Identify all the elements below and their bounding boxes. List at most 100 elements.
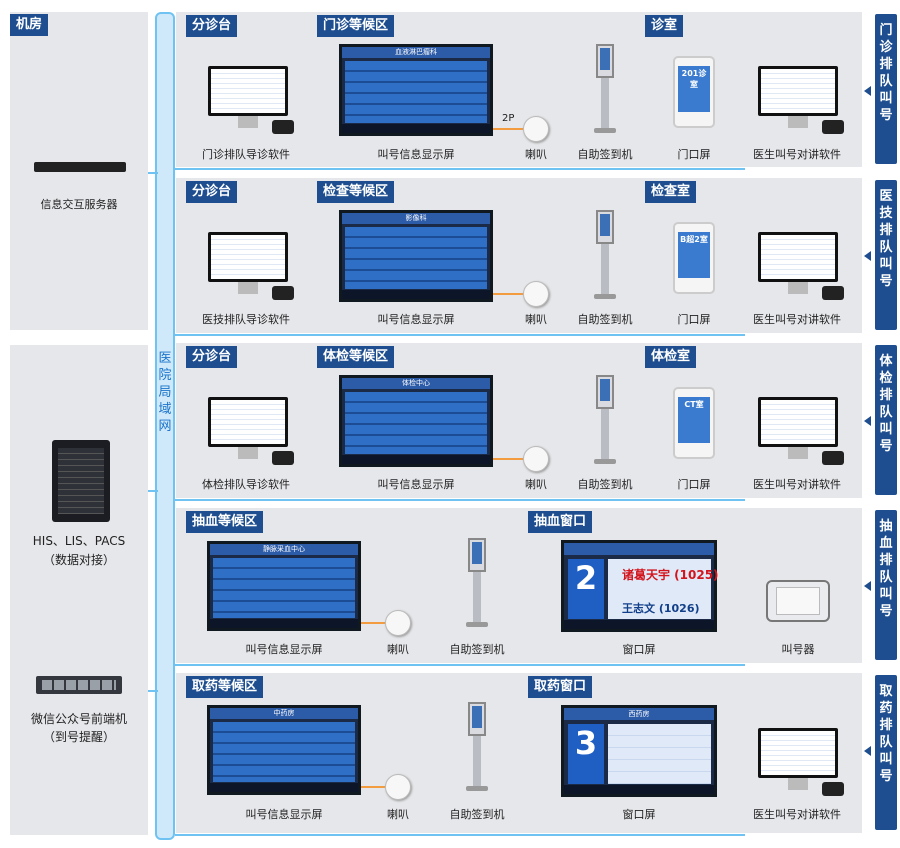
pharmacy-window-tag: 取药窗口 <box>528 676 593 698</box>
window-screen: 2 <box>561 540 717 632</box>
arrow-left-icon <box>864 86 871 96</box>
pc-monitor <box>208 232 288 294</box>
pc-monitor <box>758 232 838 294</box>
caption: 叫号器 <box>781 643 815 656</box>
side-label-checkup: 体检排队叫号 <box>875 345 897 495</box>
arrow-left-icon <box>864 746 871 756</box>
caption: 门口屏 <box>677 148 711 161</box>
pc-monitor <box>758 397 838 459</box>
caption: 叫号信息显示屏 <box>245 643 323 656</box>
self-checkin-kiosk <box>466 702 488 792</box>
side-label-blood: 抽血排队叫号 <box>875 510 897 660</box>
speaker-wire <box>361 786 385 788</box>
caption: 医生叫号对讲软件 <box>753 808 841 821</box>
speaker-wire <box>493 128 523 130</box>
caption: 喇叭 <box>387 643 409 656</box>
row2-bus <box>175 334 745 336</box>
self-checkin-kiosk <box>594 210 616 300</box>
wechat-server-device <box>36 676 122 694</box>
server-device <box>34 162 126 172</box>
pharmacy-waiting-tag: 取药等候区 <box>186 676 264 698</box>
caption: 叫号信息显示屏 <box>377 313 455 326</box>
caption: 门口屏 <box>677 313 711 326</box>
outpatient-waiting-tag: 门诊等候区 <box>317 15 395 37</box>
caption: 叫号信息显示屏 <box>377 478 455 491</box>
checkup-room-tag: 体检室 <box>645 346 697 368</box>
caption: 喇叭 <box>525 478 547 491</box>
row5-bus <box>175 834 745 836</box>
caption: 门口屏 <box>677 478 711 491</box>
next-patient-label: 王志文 (1026) <box>622 602 700 615</box>
wire-label: 2P <box>502 113 515 124</box>
caption: 窗口屏 <box>622 808 656 821</box>
speaker <box>523 281 549 307</box>
speaker-wire <box>361 622 385 624</box>
side-label-pharmacy: 取药排队叫号 <box>875 675 897 830</box>
self-checkin-kiosk <box>594 375 616 465</box>
speaker-wire <box>493 293 523 295</box>
speaker <box>385 610 411 636</box>
self-checkin-kiosk <box>594 44 616 134</box>
caller-device <box>766 580 830 622</box>
exam-waiting-tag: 检查等候区 <box>317 181 395 203</box>
caption: 叫号信息显示屏 <box>245 808 323 821</box>
blood-waiting-tag: 抽血等候区 <box>186 511 264 533</box>
caption: 体检排队导诊软件 <box>202 478 290 491</box>
side-label-outpatient: 门诊排队叫号 <box>875 14 897 164</box>
caption: 自助签到机 <box>449 643 505 656</box>
speaker-wire <box>493 458 523 460</box>
row-panel-2 <box>176 178 862 333</box>
consult-room-tag: 诊室 <box>645 15 684 37</box>
microphone <box>822 451 844 465</box>
call-display-screen: 影像科 <box>339 210 493 302</box>
lan-label: 医院局域网 <box>158 351 172 434</box>
window-screen: 西药房 3 <box>561 705 717 797</box>
row4-bus <box>175 664 745 666</box>
row-panel-3 <box>176 343 862 498</box>
microphone <box>822 120 844 134</box>
caption: 自助签到机 <box>577 148 633 161</box>
speaker <box>523 446 549 472</box>
microphone <box>272 286 294 300</box>
arrow-left-icon <box>864 251 871 261</box>
caption: 医生叫号对讲软件 <box>753 478 841 491</box>
his-link <box>148 490 158 492</box>
pc-monitor <box>208 66 288 128</box>
caption: 医生叫号对讲软件 <box>753 148 841 161</box>
arrow-left-icon <box>864 581 871 591</box>
server-caption: 信息交互服务器 <box>40 198 118 211</box>
call-display-screen: 中药房 <box>207 705 361 795</box>
hospital-lan-bar <box>155 12 175 840</box>
caption: 喇叭 <box>525 148 547 161</box>
server-link <box>148 172 158 174</box>
door-screen: B超2室 <box>673 222 715 294</box>
caption: 门诊排队导诊软件 <box>202 148 290 161</box>
pc-monitor <box>208 397 288 459</box>
call-display-screen: 静脉采血中心 <box>207 541 361 631</box>
blood-window-tag: 抽血窗口 <box>528 511 593 533</box>
his-rack-device <box>52 440 110 522</box>
microphone <box>822 782 844 796</box>
pc-monitor <box>758 728 838 790</box>
triage-desk-tag: 分诊台 <box>186 15 238 37</box>
caption: 自助签到机 <box>577 313 633 326</box>
his-caption: HIS、LIS、PACS <box>32 534 126 548</box>
row1-bus <box>175 168 745 170</box>
microphone <box>272 120 294 134</box>
current-patient-label: 诸葛天宇 (1025) <box>622 568 719 582</box>
wechat-link <box>148 690 158 692</box>
self-checkin-kiosk <box>466 538 488 628</box>
caption: 喇叭 <box>387 808 409 821</box>
caption: 喇叭 <box>525 313 547 326</box>
pc-monitor <box>758 66 838 128</box>
data-panel <box>10 345 148 835</box>
microphone <box>272 451 294 465</box>
call-display-screen: 血液淋巴瘤科 <box>339 44 493 136</box>
arrow-left-icon <box>864 416 871 426</box>
caption: 窗口屏 <box>622 643 656 656</box>
caption: 自助签到机 <box>577 478 633 491</box>
caption: 自助签到机 <box>449 808 505 821</box>
call-display-screen: 体检中心 <box>339 375 493 467</box>
triage-desk-tag: 分诊台 <box>186 181 238 203</box>
triage-desk-tag: 分诊台 <box>186 346 238 368</box>
